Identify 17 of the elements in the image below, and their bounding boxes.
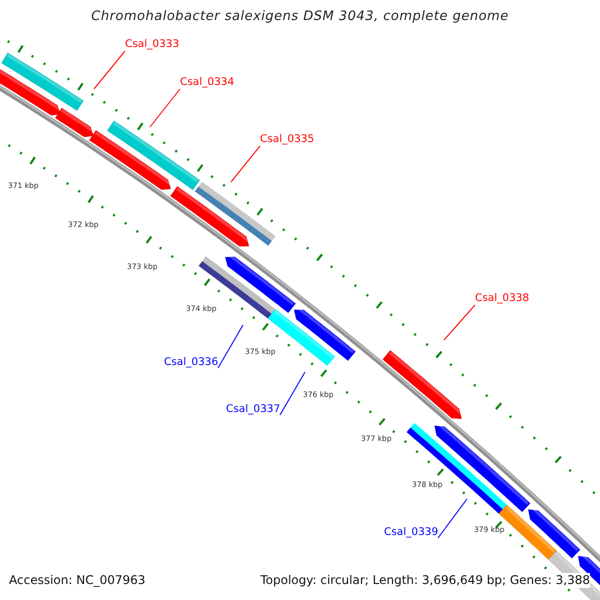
gene-label: Csal_0339 [384,526,438,539]
gene-label: Csal_0334 [180,76,234,89]
footer-text: Topology: circular; Length: 3,696,649 bp; Genes: 3,388 [260,573,590,588]
gene-label: Csal_0338 [475,292,530,305]
gene-label: Csal_0336 [164,356,218,369]
leader-line [230,146,260,182]
leader-line [438,498,468,538]
gene-label: Csal_0335 [260,133,314,146]
leader-line [94,50,126,90]
leader-line [280,372,306,416]
leader-line [150,88,180,128]
leader-line [218,324,244,368]
leader-line [444,304,476,340]
footer-text: Accession: NC_007963 [9,573,146,588]
gene-label: Csal_0333 [125,38,180,51]
map-title: Chromohalobacter salexigens DSM 3043, complete genome [90,9,510,24]
gene-label: Csal_0337 [226,403,280,416]
